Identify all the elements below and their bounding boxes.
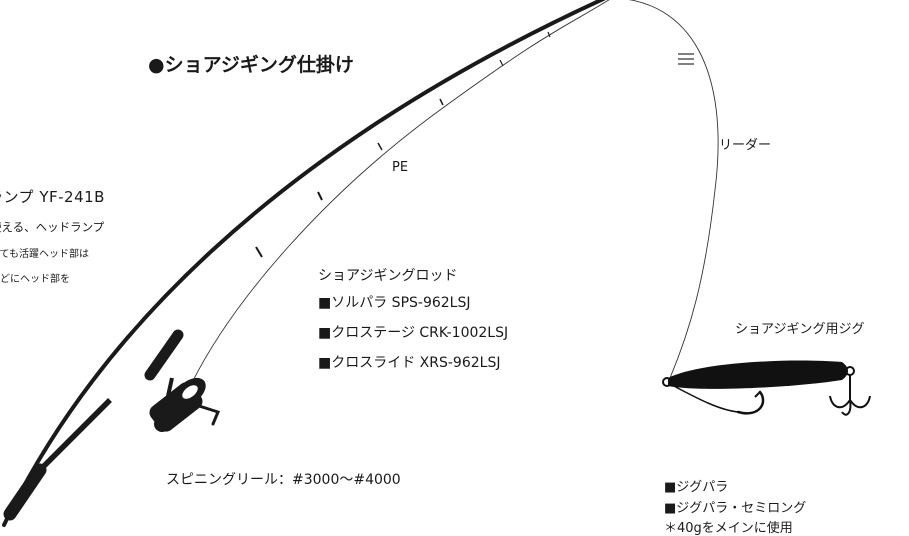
page-title: ●ショアジギング仕掛け: [148, 54, 354, 76]
knot-marks: [678, 53, 694, 65]
treble-hook-icon: [829, 366, 871, 416]
pe-line: [185, 0, 610, 396]
jig-list-item: ■ジグパラ・セミロング: [664, 501, 807, 516]
jig-label: ショアジギング用ジグ: [735, 322, 865, 337]
headlamp-text-line: 使える、ヘッドランプ: [0, 220, 105, 234]
headlamp-text-line: などにヘッド部を: [0, 274, 70, 285]
metal-jig-icon: [662, 360, 848, 415]
jig-list-item: ＊40gをメインに使用: [664, 521, 793, 536]
spinning-reel-icon: [149, 377, 221, 432]
leader-label: リーダー: [719, 138, 772, 153]
rod-model-item: ■クロステージ CRK-1002LSJ: [318, 325, 509, 341]
rod-heading: ショアジギングロッド: [318, 268, 458, 284]
pe-line-label: PE: [392, 160, 409, 175]
rod-model-item: ■ソルパラ SPS-962LSJ: [318, 295, 471, 311]
fishing-rod-icon: [2, 0, 606, 527]
jig-list-item: ■ジグパラ: [664, 480, 729, 495]
reel-label: スピニングリール：#3000〜#4000: [166, 472, 401, 488]
headlamp-title: ランプ YF-241B: [0, 188, 105, 206]
leader-line: [627, 0, 719, 379]
headlamp-text-line: っても活躍ヘッド部は: [0, 249, 89, 260]
rod-model-item: ■クロスライド XRS-962LSJ: [318, 355, 501, 371]
